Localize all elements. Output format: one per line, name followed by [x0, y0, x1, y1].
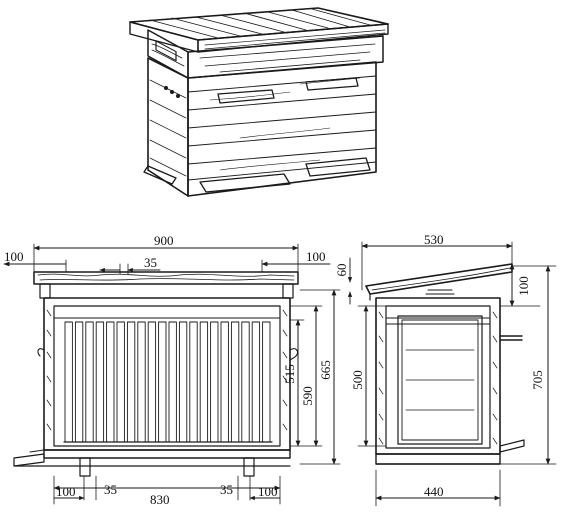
side-roof	[365, 263, 513, 301]
comb-frame	[147, 321, 157, 443]
front-roof	[33, 271, 299, 299]
comb-frame	[199, 321, 209, 443]
dim-front-total-width: 900	[154, 233, 174, 248]
comb-frame	[137, 321, 146, 443]
dim-front-inner-height: 590	[300, 386, 315, 406]
comb-frame	[64, 321, 73, 443]
dim-front-left-overhang: 100	[4, 249, 24, 264]
comb-frame	[178, 321, 188, 443]
comb-frame	[95, 321, 105, 443]
side-base	[375, 439, 525, 465]
dim-front-frame-height: 515	[282, 364, 297, 384]
comb-frame	[189, 321, 198, 443]
dim-side-roof-width: 530	[424, 232, 444, 247]
comb-frame	[262, 321, 271, 443]
comb-frame	[230, 321, 240, 443]
comb-frame	[210, 321, 219, 443]
dim-front-right-overhang: 100	[306, 249, 326, 264]
isometric-hive-view	[129, 7, 389, 197]
dim-side-base-width: 440	[424, 484, 444, 499]
comb-frame	[220, 321, 229, 443]
comb-frame	[85, 321, 94, 443]
comb-frame	[126, 321, 136, 443]
dim-front-frame-spacing: 35	[144, 255, 157, 270]
front-frames	[63, 321, 273, 443]
dimension-lines	[3, 241, 557, 507]
dim-side-roof-slope: 60	[334, 264, 349, 277]
iso-roof	[129, 7, 389, 53]
comb-frame	[251, 321, 261, 443]
dim-front-base-width: 830	[150, 492, 170, 507]
dim-front-base-left: 100	[56, 484, 76, 499]
dim-front-base-right: 100	[258, 484, 278, 499]
dim-front-base-right-gap: 35	[220, 482, 233, 497]
dimension-labels: 900 100 100 35 515 590 665 830 100 35 35…	[4, 232, 545, 507]
comb-frame	[158, 321, 167, 443]
comb-frame	[241, 321, 250, 443]
front-base	[13, 449, 291, 477]
dim-side-total-height: 705	[530, 370, 545, 390]
dim-front-base-left-gap: 35	[104, 482, 117, 497]
front-body	[43, 297, 291, 451]
iso-main-body	[143, 57, 377, 197]
comb-frame	[116, 321, 125, 443]
comb-frame	[168, 321, 177, 443]
dim-side-inner-height: 500	[350, 370, 365, 390]
front-section-view	[13, 271, 299, 477]
dim-front-body-height: 665	[318, 360, 333, 380]
comb-frame	[74, 321, 84, 443]
dim-side-roof-height: 100	[516, 276, 531, 296]
side-section-view	[365, 263, 525, 465]
side-body	[375, 289, 523, 455]
comb-frame	[106, 321, 115, 443]
